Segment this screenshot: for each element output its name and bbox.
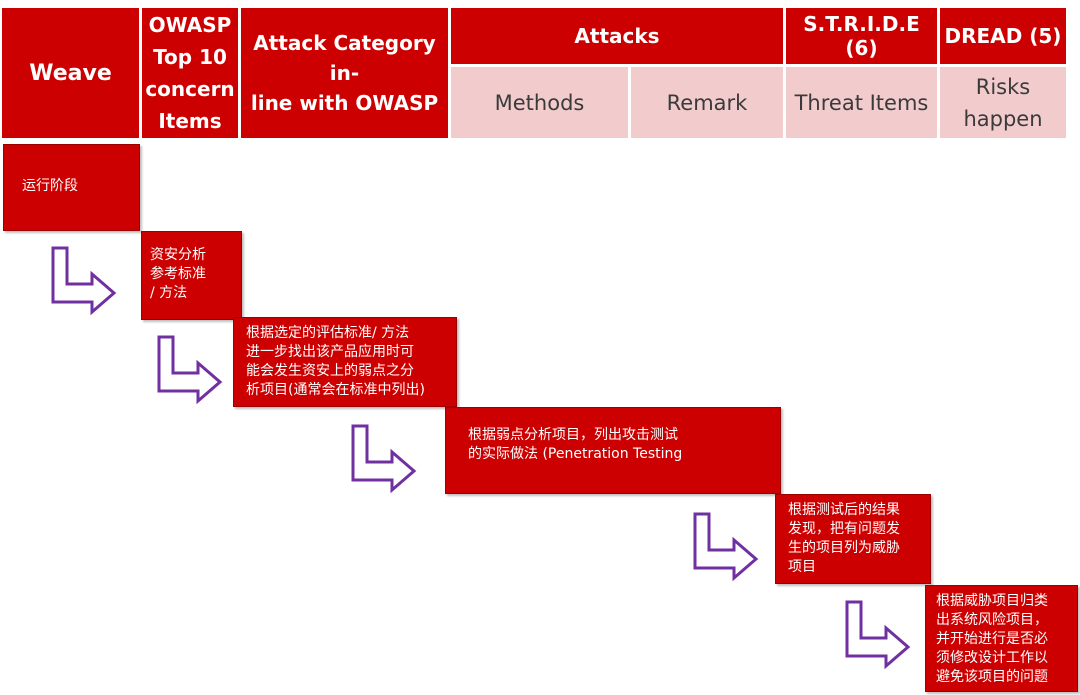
step-security-analysis-standard: 资安分析 参考标准 / 方法 — [141, 231, 242, 320]
l-turn-arrow-icon — [51, 246, 117, 316]
subheader-remark: Remark — [631, 67, 783, 138]
l-turn-arrow-icon — [845, 600, 911, 670]
step-runtime: 运行阶段 — [3, 144, 140, 231]
header-weave: Weave — [2, 8, 139, 138]
subheader-risks-happen: Risks happen — [940, 67, 1066, 138]
step-threat-items: 根据测试后的结果 发现，把有问题发 生的项目列为威胁 项目 — [775, 494, 931, 584]
l-turn-arrow-icon — [351, 424, 417, 494]
header-stride: S.T.R.I.D.E (6) — [786, 8, 937, 64]
step-risk-items: 根据威胁项目归类 出系统风险项目， 并开始进行是否必 须修改设计工作以 避免该项… — [925, 585, 1078, 692]
header-owasp-top10: OWASP Top 10 concern Items — [142, 8, 238, 138]
header-dread: DREAD (5) — [940, 8, 1066, 64]
l-turn-arrow-icon — [693, 512, 759, 582]
subheader-threat-items: Threat Items — [786, 67, 937, 138]
header-attack-category: Attack Category in- line with OWASP — [241, 8, 448, 138]
l-turn-arrow-icon — [157, 335, 223, 405]
step-weakness-analysis: 根据选定的评估标准/ 方法 进一步找出该产品应用时可 能会发生资安上的弱点之分 … — [233, 317, 457, 407]
header-attacks: Attacks — [451, 8, 783, 64]
step-penetration-testing: 根据弱点分析项目，列出攻击测试 的实际做法 (Penetration Testi… — [445, 407, 781, 494]
subheader-methods: Methods — [451, 67, 628, 138]
